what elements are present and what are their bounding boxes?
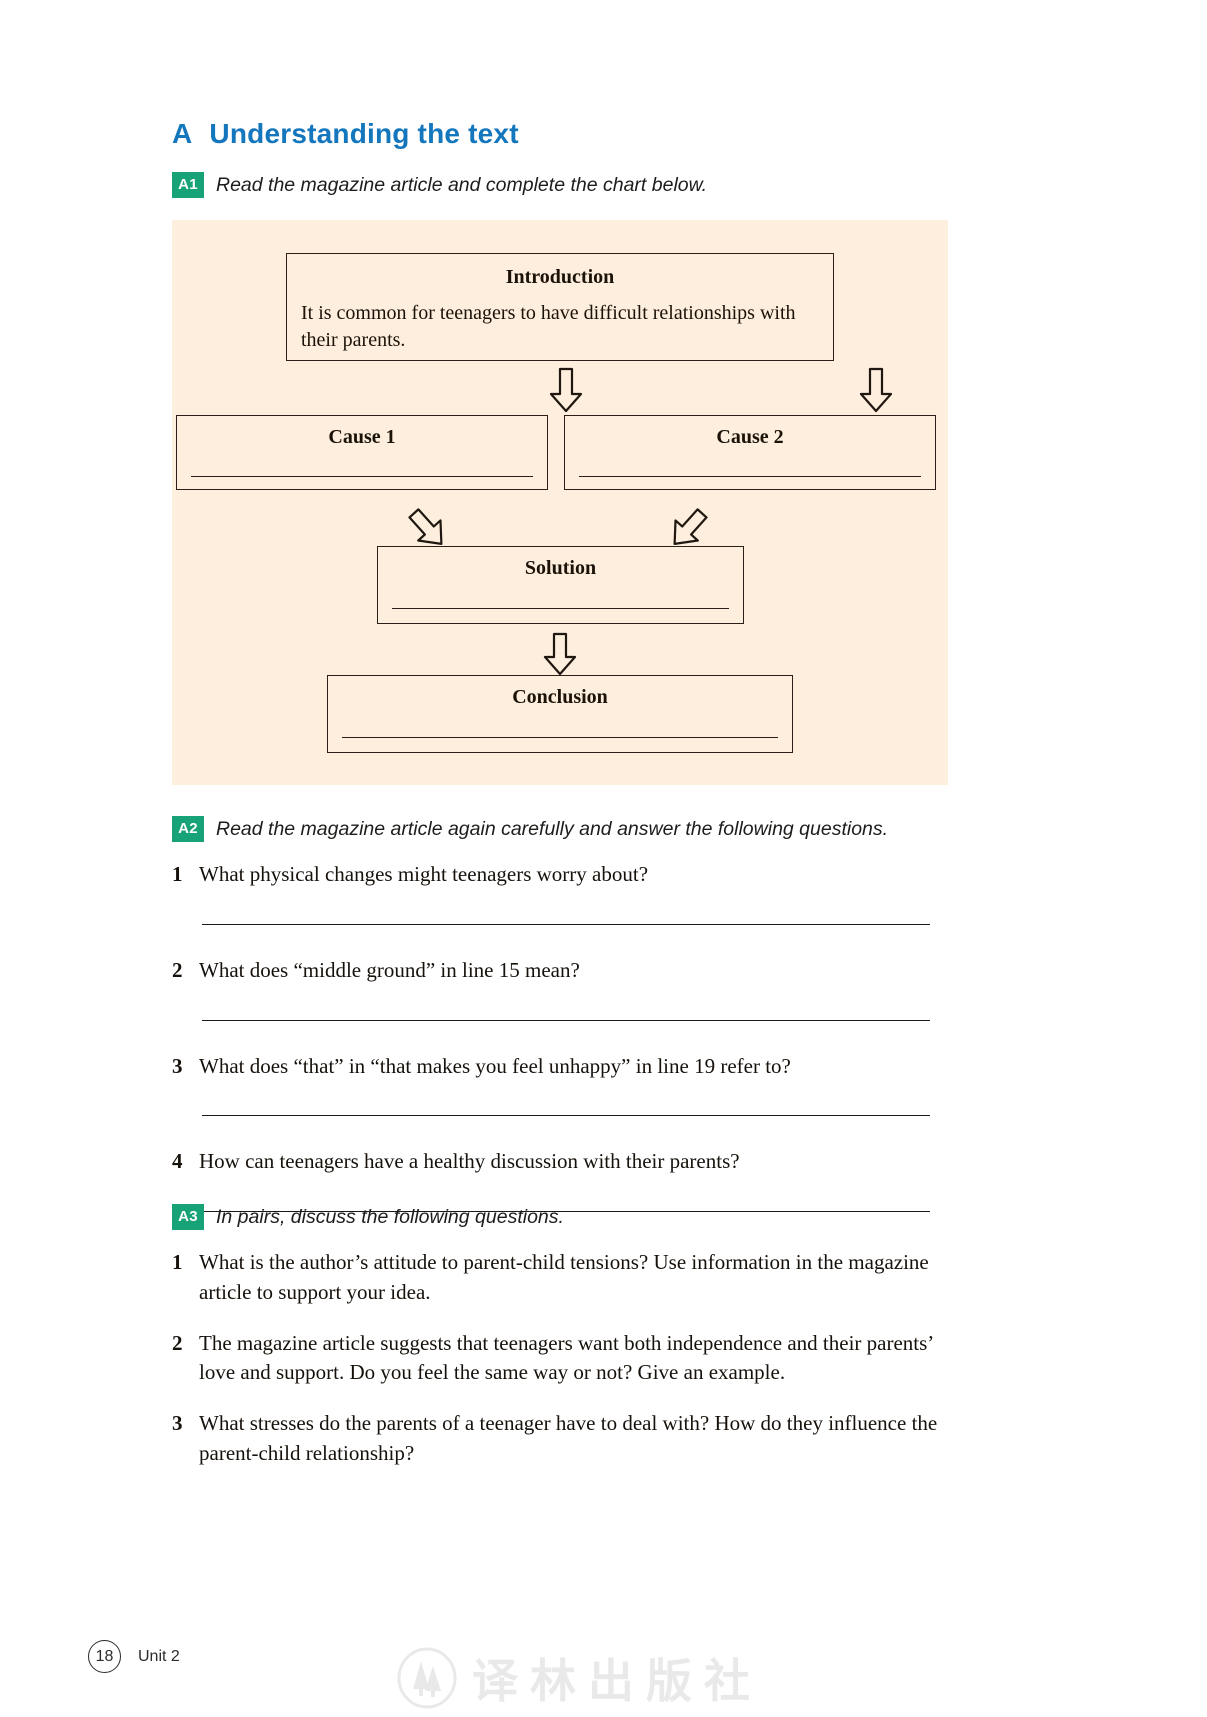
arrow-diagonal-cause1-to-solution xyxy=(408,508,443,545)
flow-node-cause2-blank[interactable] xyxy=(579,476,921,477)
flow-node-solution-label: Solution xyxy=(524,557,597,579)
flow-node-conclusion-label: Conclusion xyxy=(512,686,608,708)
question-number: 1 xyxy=(172,1250,183,1274)
arrow-down-to-cause1 xyxy=(549,367,583,413)
flow-node-cause2-label: Cause 2 xyxy=(716,426,784,448)
flow-node-cause1: Cause 1 xyxy=(176,415,548,490)
question-text: What does “middle ground” in line 15 mea… xyxy=(199,957,580,982)
task-a1-header: A1 Read the magazine article and complet… xyxy=(172,172,707,198)
question-text: What is the author’s attitude to parent-… xyxy=(199,1250,929,1304)
flow-node-solution: Solution xyxy=(377,546,744,624)
publisher-logo-icon xyxy=(397,1647,457,1709)
question-text: What does “that” in “that makes you feel… xyxy=(199,1053,791,1078)
question-item: 3 What does “that” in “that makes you fe… xyxy=(172,1052,932,1082)
task-a3-instruction: In pairs, discuss the following question… xyxy=(216,1205,564,1228)
question-text: What physical changes might teenagers wo… xyxy=(199,862,649,886)
question-text: What stresses do the parents of a teenag… xyxy=(199,1411,938,1466)
answer-line[interactable] xyxy=(202,923,930,925)
task-a3-header: A3 In pairs, discuss the following quest… xyxy=(172,1204,564,1230)
flow-node-introduction: Introduction It is common for teenagers … xyxy=(286,253,834,361)
question-item: 4 How can teenagers have a healthy discu… xyxy=(172,1147,932,1177)
flow-node-conclusion-blank[interactable] xyxy=(342,737,778,738)
arrow-down-to-cause2 xyxy=(859,367,893,413)
task-a2-questions: 1 What physical changes might teenagers … xyxy=(172,860,932,1213)
page-title: A Understanding the text xyxy=(172,118,519,150)
task-a2-header: A2 Read the magazine article again caref… xyxy=(172,816,888,842)
question-text: How can teenagers have a healthy discuss… xyxy=(199,1149,740,1174)
page-number: 18 xyxy=(88,1640,121,1673)
question-number: 2 xyxy=(172,957,183,982)
unit-label: Unit 2 xyxy=(138,1647,180,1665)
question-item: 1 What is the author’s attitude to paren… xyxy=(172,1248,942,1308)
answer-line[interactable] xyxy=(202,1115,930,1117)
page-footer: 18 Unit 2 xyxy=(88,1640,180,1673)
flow-node-cause2: Cause 2 xyxy=(564,415,936,490)
task-badge-a1: A1 xyxy=(172,172,204,198)
flow-node-cause1-blank[interactable] xyxy=(191,476,533,477)
question-item: 2 What does “middle ground” in line 15 m… xyxy=(172,956,932,986)
arrow-diagonal-cause2-to-solution xyxy=(673,508,708,545)
section-letter: A xyxy=(172,118,193,149)
question-number: 1 xyxy=(172,862,183,886)
question-text: The magazine article suggests that teena… xyxy=(199,1330,933,1385)
flow-node-solution-blank[interactable] xyxy=(392,608,729,609)
publisher-watermark-text: 译林出版社 xyxy=(472,1656,762,1707)
task-badge-a2: A2 xyxy=(172,816,204,842)
question-item: 3 What stresses do the parents of a teen… xyxy=(172,1409,942,1469)
question-item: 1 What physical changes might teenagers … xyxy=(172,860,932,890)
question-number: 3 xyxy=(172,1053,183,1078)
answer-line[interactable] xyxy=(202,1211,930,1213)
task-a1-instruction: Read the magazine article and complete t… xyxy=(216,173,708,196)
arrow-down-to-conclusion xyxy=(543,632,577,676)
question-item: 2 The magazine article suggests that tee… xyxy=(172,1329,942,1389)
task-a2-instruction: Read the magazine article again carefull… xyxy=(216,817,889,840)
task-a3-questions: 1 What is the author’s attitude to paren… xyxy=(172,1248,942,1469)
flow-chart-panel: Introduction It is common for teenagers … xyxy=(172,220,948,785)
question-number: 4 xyxy=(172,1149,183,1174)
flow-node-cause1-label: Cause 1 xyxy=(328,426,396,448)
question-number: 2 xyxy=(172,1330,183,1355)
section-title: Understanding the text xyxy=(209,118,519,149)
flow-node-introduction-body: It is common for teenagers to have diffi… xyxy=(301,302,796,351)
flow-node-introduction-label: Introduction xyxy=(505,266,615,288)
answer-line[interactable] xyxy=(202,1019,930,1021)
task-badge-a3: A3 xyxy=(172,1204,204,1230)
flow-node-conclusion: Conclusion xyxy=(327,675,793,753)
publisher-watermark: 译林出版社 xyxy=(396,1645,762,1711)
question-number: 3 xyxy=(172,1411,183,1436)
